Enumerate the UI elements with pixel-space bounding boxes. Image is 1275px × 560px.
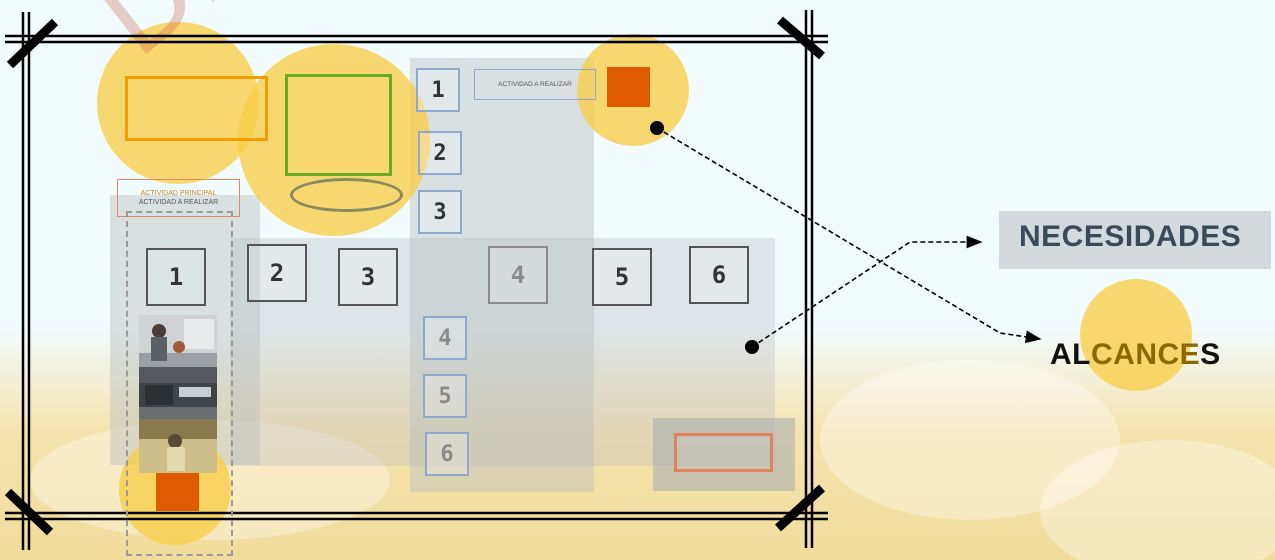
top-step-2[interactable]: 2 — [418, 131, 462, 175]
background-blob — [1040, 440, 1275, 560]
row-step-4[interactable]: 4 — [488, 246, 548, 304]
top-panel-label: ACTIVIDAD A REALIZAR — [474, 69, 596, 100]
column-step-4[interactable]: 4 — [423, 316, 467, 360]
orange-square[interactable] — [607, 67, 650, 107]
row-step-2[interactable]: 2 — [247, 244, 307, 302]
kitchen-photo-2 — [139, 367, 217, 421]
dashed-strip — [126, 211, 233, 556]
alcances-label: ALCANCES — [1050, 338, 1221, 372]
ellipse-outline — [290, 178, 403, 212]
row-step-5[interactable]: 5 — [592, 248, 652, 306]
alcances-suffix: S — [1200, 338, 1221, 371]
alcances-mid: CANCE — [1091, 338, 1201, 371]
orange-outline-box — [125, 76, 268, 141]
column-step-6[interactable]: 6 — [425, 432, 469, 476]
column-step-5[interactable]: 5 — [423, 374, 467, 418]
kitchen-photo-3 — [139, 419, 217, 473]
highlight-circle — [1080, 279, 1192, 391]
top-step-1[interactable]: 1 — [416, 68, 460, 112]
row-step-3[interactable]: 3 — [338, 248, 398, 306]
alcances-prefix: AL — [1050, 338, 1091, 371]
orange-square[interactable] — [156, 473, 199, 511]
side-panel-label: ACTIVIDAD PRINCIPAL ACTIVIDAD A REALIZAR — [117, 179, 240, 217]
top-step-3[interactable]: 3 — [418, 190, 462, 234]
kitchen-photo-1 — [139, 315, 217, 369]
orange-outline-small — [674, 433, 773, 472]
necesidades-box — [999, 211, 1271, 269]
necesidades-label: NECESIDADES — [1019, 220, 1242, 253]
highlight-circle — [97, 22, 259, 184]
side-panel-label-line2: ACTIVIDAD A REALIZAR — [138, 199, 219, 206]
side-panel-label-line1: ACTIVIDAD PRINCIPAL — [140, 190, 217, 197]
row-step-1[interactable]: 1 — [146, 248, 206, 306]
background-blob — [820, 360, 1120, 520]
green-outline-box — [285, 74, 392, 176]
column-shade — [410, 58, 594, 492]
row-step-6[interactable]: 6 — [689, 246, 749, 304]
